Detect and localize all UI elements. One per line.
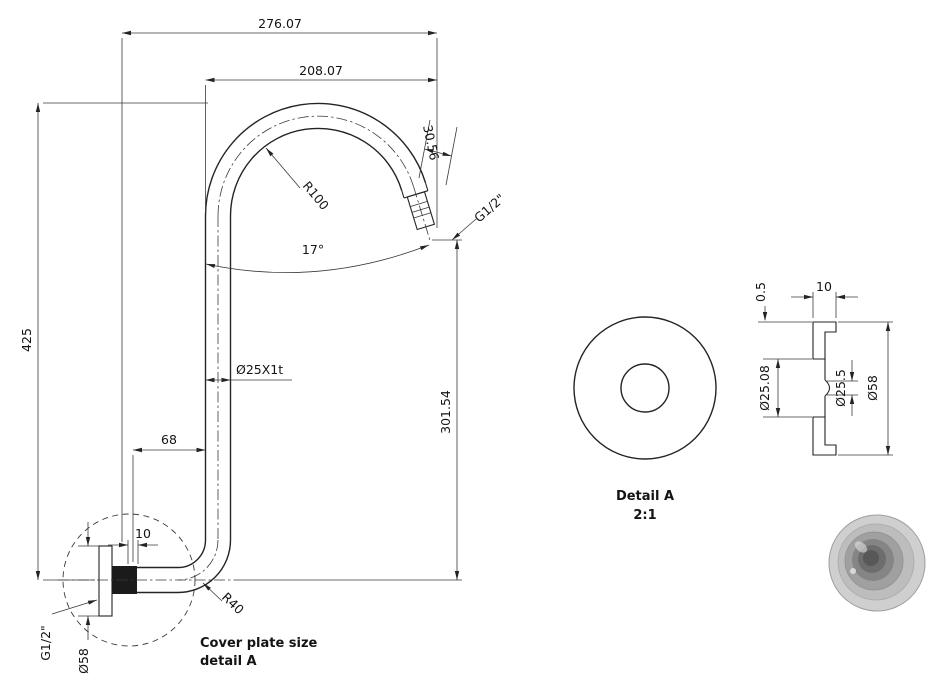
cover-plate-render xyxy=(828,514,926,612)
section-arrowheads xyxy=(762,294,891,455)
radius-arc-label: R100 xyxy=(300,178,332,213)
arrowheads xyxy=(35,30,461,625)
detail-a-view xyxy=(573,316,717,460)
outlet-thread-label: G1/2" xyxy=(471,191,508,226)
dim-total-width-label: 276.07 xyxy=(258,16,302,31)
dimension-lines xyxy=(37,32,477,640)
centerlines xyxy=(58,115,431,581)
section-dim-hole-rear-label: Ø25.5 xyxy=(833,369,848,407)
section-dim-depth-label: 10 xyxy=(816,279,832,294)
dim-angle-label: 17° xyxy=(302,242,324,257)
dim-arc-width-label: 208.07 xyxy=(299,63,343,78)
dim-outlet-height-label: 301.54 xyxy=(438,390,453,434)
section-dim-hole-front-label: Ø25.08 xyxy=(757,365,772,411)
dim-thread-engage-label: 10 xyxy=(135,526,151,541)
dim-total-height-label: 425 xyxy=(19,328,34,352)
section-view xyxy=(812,321,837,456)
section-dim-lip-label: 0.5 xyxy=(753,282,768,302)
pipe-spec-label: Ø25X1t xyxy=(236,362,283,377)
note-line2: detail A xyxy=(200,654,257,669)
radius-bend-label: R40 xyxy=(219,589,247,617)
section-dim-outer-label: Ø58 xyxy=(865,375,880,401)
wall-flange xyxy=(98,545,137,617)
section-dimension-lines xyxy=(758,292,893,456)
pipe-outline xyxy=(137,102,429,594)
dim-outlet-length-label: 30.56 xyxy=(420,124,442,162)
cover-dia-label: Ø58 xyxy=(76,648,91,674)
wall-thread-label: G1/2" xyxy=(38,625,53,661)
note-line1: Cover plate size xyxy=(200,636,318,651)
dim-offset-label: 68 xyxy=(161,432,177,447)
detail-a-scale: 2:1 xyxy=(633,508,656,523)
detail-a-title: Detail A xyxy=(616,489,674,504)
